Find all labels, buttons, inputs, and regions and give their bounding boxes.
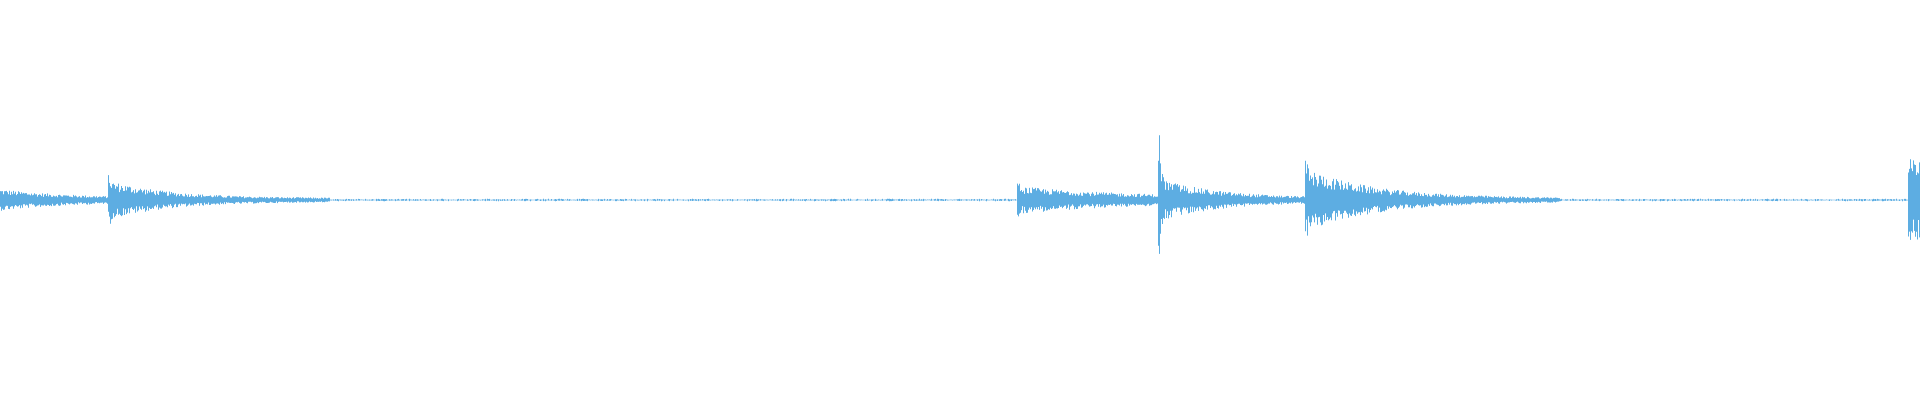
waveform-path bbox=[0, 135, 1920, 254]
